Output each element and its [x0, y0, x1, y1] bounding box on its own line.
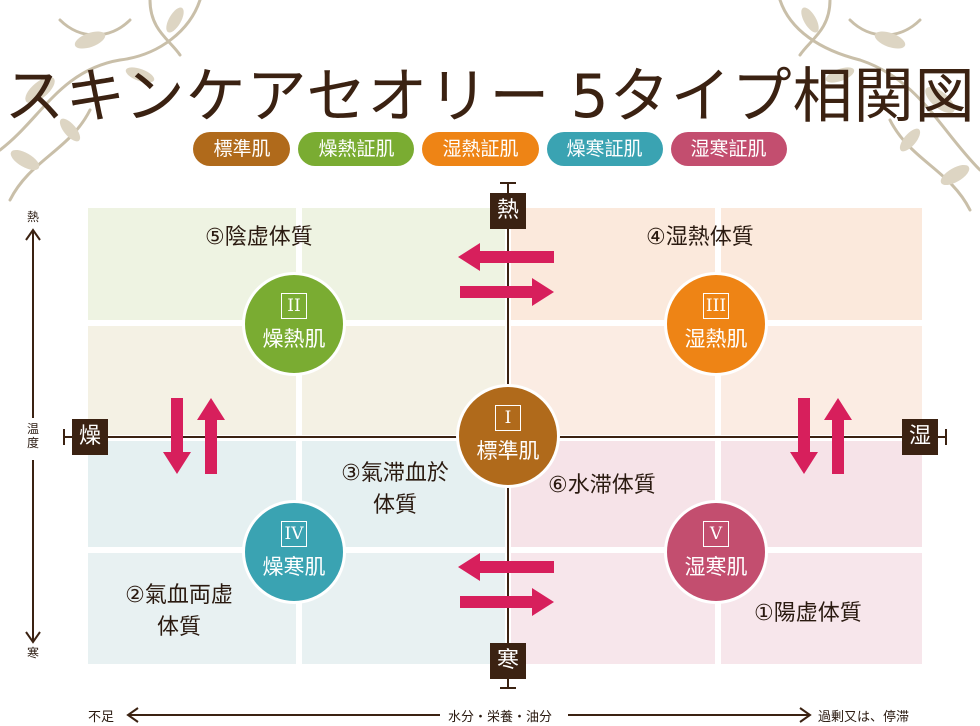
legend-item-standard: 標準肌 [193, 132, 291, 166]
skin-type-circle-standard: I 標準肌 [456, 384, 560, 488]
axis-label-heat: 熱 [490, 193, 526, 229]
axis-label-damp: 湿 [902, 419, 938, 455]
arrow-up-right [824, 398, 852, 474]
roman-numeral: III [703, 293, 729, 319]
legend-item-dry-cold: 燥寒証肌 [546, 132, 663, 166]
quadrant-label-qi-stagnation: ③氣滞血於 体質 [341, 461, 449, 518]
roman-numeral: V [703, 521, 729, 547]
legend-item-damp-cold: 湿寒証肌 [670, 132, 787, 166]
legend-item-dry-heat: 燥熱証肌 [298, 132, 415, 166]
arrow-down-right [790, 398, 818, 474]
skin-type-label: 湿寒肌 [684, 555, 748, 579]
temperature-axis-bottom: 寒 [26, 646, 39, 660]
vine-decoration-left [0, 0, 202, 202]
skin-type-circle-damp-cold: V 湿寒肌 [664, 500, 768, 604]
roman-numeral: II [281, 293, 307, 319]
arrow-right-bottom [460, 588, 554, 616]
quadrant-label-yin-deficiency: ⑤陰虚体質 [205, 225, 313, 250]
legend-item-damp-heat: 湿熱証肌 [422, 132, 539, 166]
temperature-axis-top: 熱 [26, 210, 39, 224]
arrow-right-top [460, 278, 554, 306]
arrow-down-left [163, 398, 191, 474]
legend: 標準肌 燥熱証肌 湿熱証肌 燥寒証肌 湿寒証肌 [0, 132, 980, 166]
skin-type-circle-dry-heat: II 燥熱肌 [242, 272, 346, 376]
roman-numeral: I [495, 405, 521, 431]
skin-type-label: 標準肌 [476, 439, 540, 463]
resource-axis-high: 過剰又は、停滞 [818, 710, 910, 725]
quadrant-label-qi-blood-deficiency: ②氣血両虚 体質 [125, 583, 233, 640]
resource-axis-label: 水分・栄養・油分 [448, 710, 553, 725]
skin-type-label: 燥寒肌 [262, 555, 326, 579]
quadrant-label-water-stagnation: ⑥水滞体質 [548, 473, 656, 498]
quadrant-label-yang-deficiency: ①陽虚体質 [754, 601, 862, 626]
skin-type-label: 燥熱肌 [262, 327, 326, 351]
skin-type-circle-dry-cold: IV 燥寒肌 [242, 500, 346, 604]
skin-type-label: 湿熱肌 [684, 327, 748, 351]
temperature-axis-label: 温 度 [26, 422, 39, 450]
arrow-left-top [458, 243, 554, 271]
vine-decoration-right [778, 0, 980, 212]
page-title: スキンケアセオリー 5タイプ相関図 [4, 62, 976, 132]
axis-label-dry: 燥 [72, 419, 108, 455]
quadrant-label-damp-heat: ④湿熱体質 [646, 225, 754, 250]
resource-axis-low: 不足 [88, 710, 115, 725]
arrow-up-left [197, 398, 225, 474]
quadrant-tile [718, 550, 925, 667]
skin-type-circle-damp-heat: III 湿熱肌 [664, 272, 768, 376]
arrow-left-bottom [458, 553, 554, 581]
axis-label-cold: 寒 [490, 643, 526, 679]
roman-numeral: IV [281, 521, 307, 547]
